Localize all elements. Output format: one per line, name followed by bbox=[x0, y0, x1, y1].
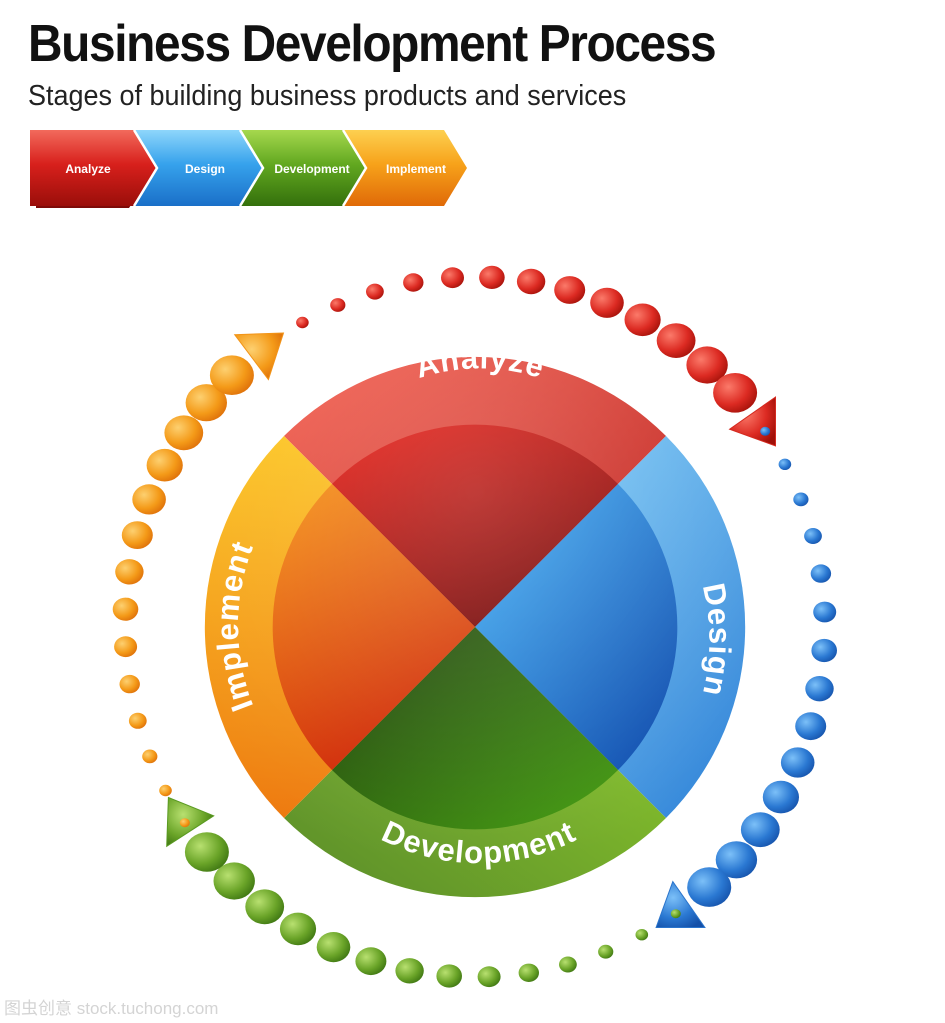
implement-dot bbox=[121, 521, 153, 549]
analyze-dot bbox=[686, 346, 728, 384]
watermark: 图虫创意 stock.tuchong.com bbox=[4, 999, 219, 1018]
analyze-dot bbox=[441, 267, 464, 289]
page-subtitle: Stages of building business products and… bbox=[28, 80, 627, 112]
development-dot bbox=[559, 956, 577, 973]
design-dot bbox=[805, 676, 834, 702]
implement-dot bbox=[142, 749, 158, 764]
development-dot bbox=[184, 832, 229, 872]
design-dot bbox=[813, 601, 837, 623]
implement-dot bbox=[128, 712, 147, 729]
chevron-design-label: Design bbox=[185, 162, 225, 176]
development-dot bbox=[245, 889, 285, 925]
chevron-design: Design bbox=[132, 129, 263, 207]
development-dot bbox=[477, 966, 501, 988]
development-dot bbox=[279, 912, 317, 946]
analyze-dot bbox=[713, 373, 758, 413]
development-arrowhead bbox=[166, 796, 215, 848]
development-dots-arrow bbox=[166, 796, 681, 988]
analyze-dot bbox=[624, 303, 661, 337]
design-dot bbox=[778, 458, 792, 470]
implement-dot bbox=[146, 448, 183, 482]
cycle-dots bbox=[112, 265, 837, 988]
chevron-analyze-label: Analyze bbox=[65, 162, 111, 176]
page-title: Business Development Process bbox=[28, 15, 717, 73]
development-dot bbox=[436, 964, 463, 988]
analyze-dot bbox=[403, 273, 424, 292]
analyze-dot bbox=[366, 283, 384, 300]
development-dot bbox=[670, 909, 681, 919]
analyze-dot bbox=[516, 268, 546, 295]
ring-label-design: Design bbox=[696, 580, 738, 700]
chevron-bar: Analyze Design Development Implement bbox=[30, 129, 467, 208]
development-dot bbox=[355, 947, 387, 976]
development-dot bbox=[635, 929, 649, 941]
analyze-dot bbox=[296, 316, 309, 329]
design-dot bbox=[780, 747, 815, 778]
analyze-dot bbox=[590, 287, 624, 318]
design-dot bbox=[811, 638, 837, 663]
development-dot bbox=[518, 963, 539, 982]
implement-dot bbox=[209, 355, 254, 396]
implement-dots-arrow bbox=[112, 332, 285, 828]
design-dot bbox=[804, 528, 822, 544]
development-dot bbox=[395, 958, 424, 984]
analyze-dot bbox=[479, 265, 505, 289]
implement-dot bbox=[132, 484, 166, 515]
development-dot bbox=[213, 862, 255, 900]
analyze-dot bbox=[554, 276, 586, 304]
implement-arrowhead bbox=[233, 332, 285, 381]
implement-dot bbox=[114, 636, 138, 658]
design-dot bbox=[740, 812, 780, 848]
design-dot bbox=[762, 780, 800, 814]
chevron-development-label: Development bbox=[274, 162, 349, 176]
design-arrowhead bbox=[655, 880, 706, 928]
chevron-development: Development bbox=[238, 129, 366, 207]
implement-dot bbox=[119, 674, 140, 694]
design-dot bbox=[795, 712, 827, 741]
implement-dot bbox=[185, 384, 227, 422]
implement-dot bbox=[159, 784, 172, 797]
analyze-dot bbox=[330, 298, 346, 312]
development-dot bbox=[598, 944, 614, 959]
implement-dot bbox=[164, 415, 204, 451]
chevron-implement: Implement bbox=[341, 129, 467, 207]
implement-dot bbox=[112, 597, 139, 621]
development-dot bbox=[316, 932, 351, 963]
implement-dot bbox=[115, 559, 144, 585]
implement-dot bbox=[179, 818, 190, 828]
design-dots-arrow bbox=[655, 426, 837, 928]
cycle-circle: Analyze Design Development Implement bbox=[204, 340, 746, 898]
chevron-analyze: Analyze bbox=[30, 130, 157, 208]
design-dot bbox=[687, 867, 732, 907]
design-dot bbox=[715, 841, 758, 879]
design-dot bbox=[810, 564, 832, 583]
analyze-dot bbox=[656, 323, 696, 358]
design-dot bbox=[760, 426, 771, 436]
design-dot bbox=[793, 492, 809, 507]
chevron-implement-label: Implement bbox=[386, 162, 446, 176]
